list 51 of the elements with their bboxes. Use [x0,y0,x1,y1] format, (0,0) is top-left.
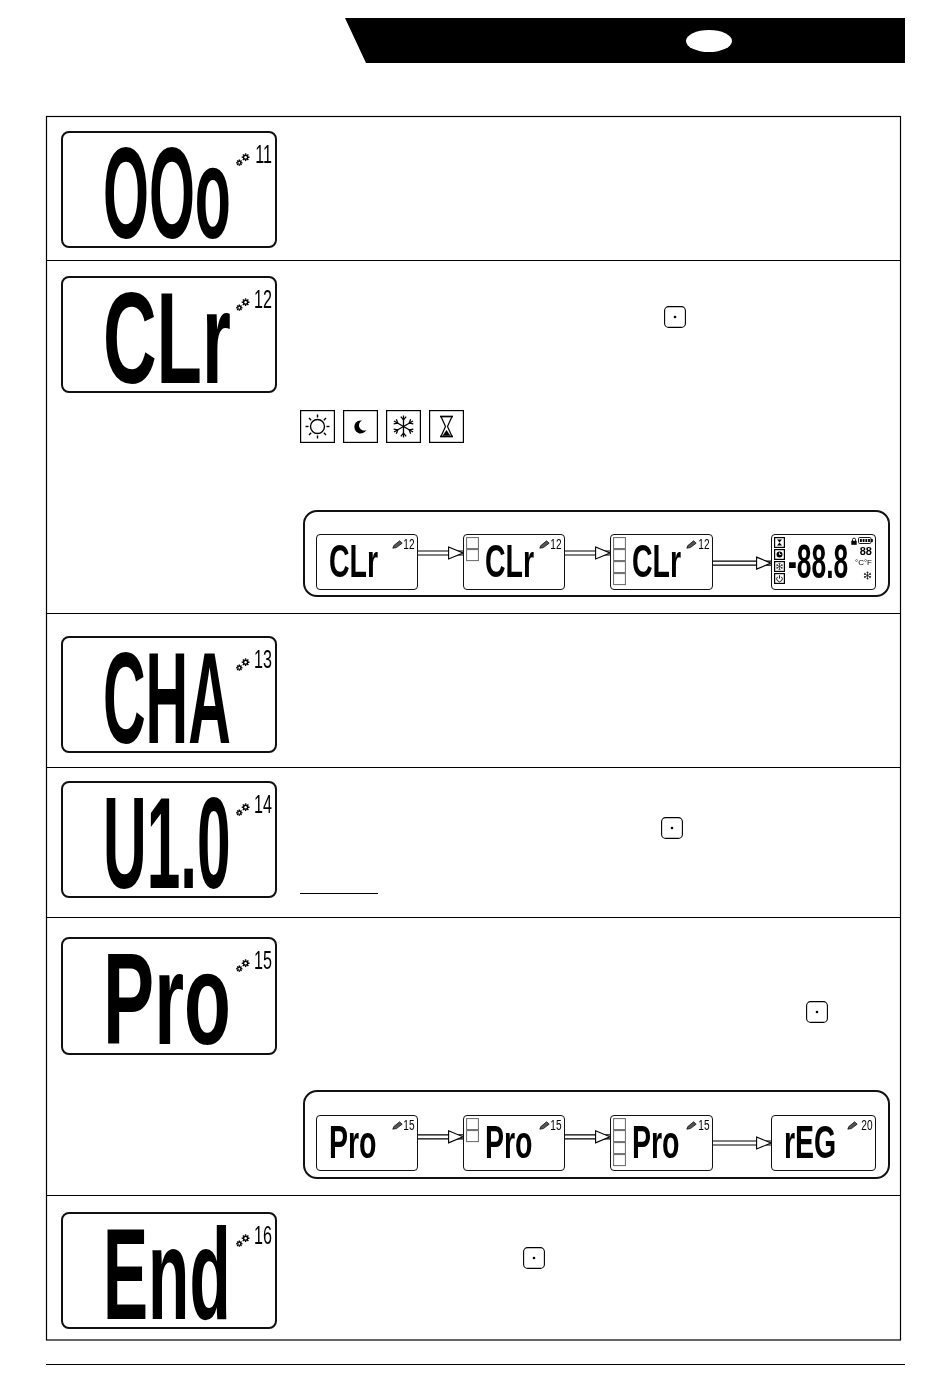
lcd-display [610,1115,713,1171]
parameter-number: 12 [550,539,562,551]
lcd-readout: rEG [784,1125,837,1161]
arrow [712,556,772,570]
lcd-display [61,937,277,1055]
parameter-number: 12 [698,539,710,551]
lcd-display [463,1115,565,1171]
parameter-number: 15 [254,950,272,971]
lcd-readout: Pro [103,949,231,1051]
lcd-display [61,781,277,898]
lcd-display [61,131,277,248]
arrow [417,546,464,560]
arrow [564,1130,611,1144]
temperature-units: °C°F [854,559,872,567]
lcd-readout: CLr [485,544,535,580]
arrow [564,546,611,560]
arrow [417,1130,464,1144]
lcd-display [61,276,277,393]
lcd-display [463,534,565,590]
parameter-number: 16 [254,1225,272,1246]
parameter-number: 12 [403,539,415,551]
lcd-small-digits: 88 [859,546,872,557]
lcd-readout: Pro [485,1125,533,1161]
parameter-number: 15 [698,1120,710,1132]
parameter-number: 15 [550,1120,562,1132]
lcd-display [316,1115,418,1171]
lcd-display [771,534,876,590]
lcd-readout: CLr [632,544,682,580]
parameter-number: 13 [254,649,272,670]
lcd-readout: Pro [329,1125,377,1161]
lcd-display [610,534,713,590]
lcd-display [316,534,418,590]
lcd-readout: CLr [103,288,231,390]
lcd-display [61,1212,277,1329]
lcd-readout: -88.8 [788,543,849,581]
sequence-panel [303,510,890,597]
parameter-number: 11 [255,144,272,165]
lcd-readout: CLr [329,544,379,580]
lcd-readout: CHA [103,648,231,750]
parameter-number: 20 [861,1120,873,1132]
parameter-number: 15 [403,1120,415,1132]
lcd-display [61,636,277,753]
parameter-number: 14 [254,794,272,815]
lcd-display [771,1115,876,1171]
lcd-readout: End [103,1224,231,1326]
sequence-panel [303,1090,890,1179]
lcd-readout: OOo [103,143,231,245]
lcd-readout: Pro [632,1125,680,1161]
parameter-number: 12 [254,289,272,310]
arrow [712,1136,772,1150]
lcd-readout: U1.0 [103,793,231,895]
